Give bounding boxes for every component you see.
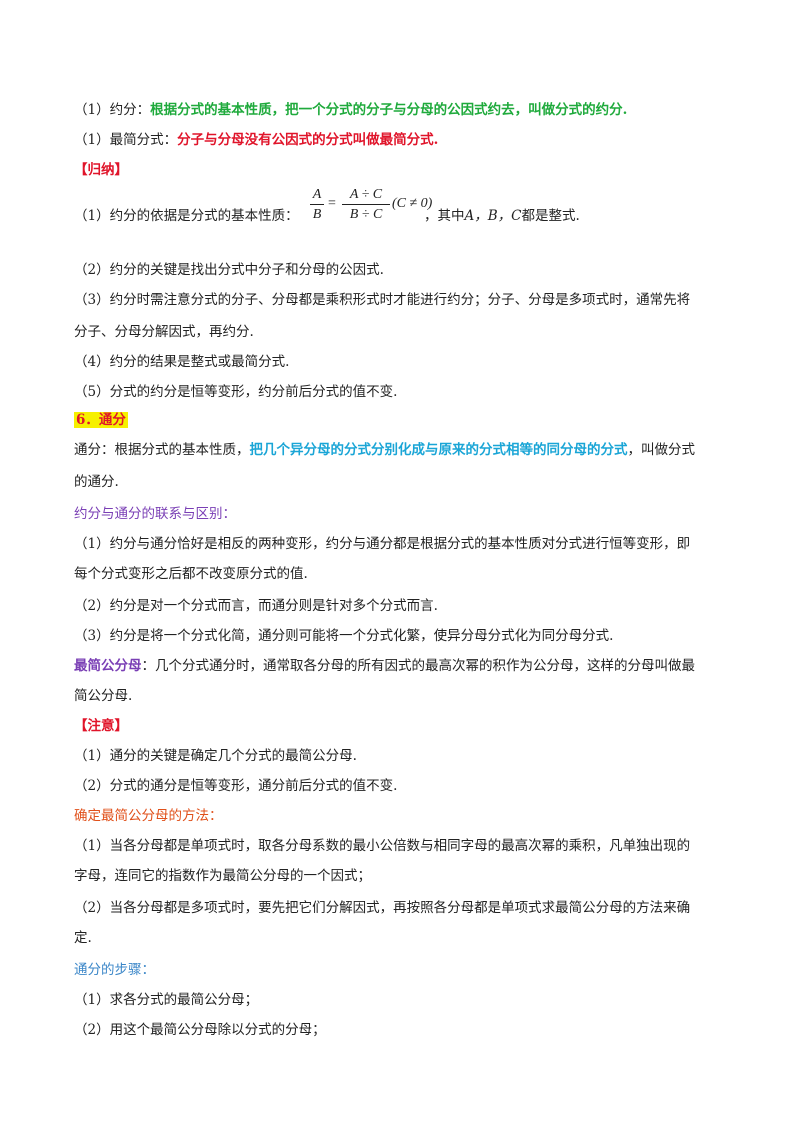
paragraph: （1）约分与通分恰好是相反的两种变形，约分与通分都是根据分式的基本性质对分式进行… xyxy=(74,536,691,552)
paragraph: （3）约分时需注意分式的分子、分母都是乘积形式时才能进行约分；分子、分母是多项式… xyxy=(74,292,691,308)
paragraph: 字母，连同它的指数作为最简公分母的一个因式； xyxy=(74,868,371,884)
definition-yuefen: （1）约分：根据分式的基本性质，把一个分式的分子与分母的公因式约去，叫做分式的约… xyxy=(74,102,628,118)
paragraph: 每个分式变形之后都不改变原分式的值. xyxy=(74,566,308,582)
definition-tongfen: 通分：根据分式的基本性质，把几个异分母的分式分别化成与原来的分式相等的同分母的分… xyxy=(74,442,695,458)
paragraph: （2）当各分母都是多项式时，要先把它们分解因式，再按照各分母都是单项式求最简公分… xyxy=(74,900,691,916)
paragraph: （3）约分是将一个分式化简，通分则可能将一个分式化繁，使异分母分式化为同分母分式… xyxy=(74,628,614,644)
subheading-steps: 通分的步骤： xyxy=(74,962,155,978)
paragraph: （1）当各分母都是单项式时，取各分母系数的最小公倍数与相同字母的最高次幂的乘积，… xyxy=(74,838,691,854)
definition-zuijian-gongfenmu: 最简公分母：几个分式通分时，通常取各分母的所有因式的最高次幂的积作为公分母，这样… xyxy=(74,658,695,674)
subheading-lianxi-qubie: 约分与通分的联系与区别： xyxy=(74,506,236,522)
heading-guina: 【归纳】 xyxy=(74,162,128,178)
tongfen-definition-text: 把几个异分母的分式分别化成与原来的分式相等的同分母的分式 xyxy=(249,442,628,458)
paragraph: （1）求各分式的最简公分母； xyxy=(74,992,259,1008)
section-6-heading: 6．通分 xyxy=(74,412,128,428)
yuefen-definition-text: 根据分式的基本性质，把一个分式的分子与分母的公因式约去，叫做分式的约分. xyxy=(150,102,628,118)
paragraph: 的通分. xyxy=(74,474,119,490)
paragraph: （5）分式的约分是恒等变形，约分前后分式的值不变. xyxy=(74,384,398,400)
yuefen-basis-suffix: ，其中A，B，C都是整式. xyxy=(424,208,580,224)
zuijian-fenshi-text: 分子与分母没有公因式的分式叫做最简分式. xyxy=(177,132,439,148)
paragraph: 分子、分母分解因式，再约分. xyxy=(74,324,254,340)
paragraph: （2）分式的通分是恒等变形，通分前后分式的值不变. xyxy=(74,778,398,794)
yuefen-basis-line: （1）约分的依据是分式的基本性质： xyxy=(74,208,299,224)
subheading-method: 确定最简公分母的方法： xyxy=(74,808,223,824)
heading-zhuyi: 【注意】 xyxy=(74,718,128,734)
paragraph: （1）通分的关键是确定几个分式的最简公分母. xyxy=(74,748,357,764)
definition-zuijian-fenshi: （1）最简分式：分子与分母没有公因式的分式叫做最简分式. xyxy=(74,132,439,148)
paragraph: （2）用这个最简公分母除以分式的分母； xyxy=(74,1022,326,1038)
paragraph: （2）约分的关键是找出分式中分子和分母的公因式. xyxy=(74,262,384,278)
paragraph: （4）约分的结果是整式或最简分式. xyxy=(74,354,290,370)
paragraph: 定. xyxy=(74,930,92,946)
paragraph: （2）约分是对一个分式而言，而通分则是针对多个分式而言. xyxy=(74,598,438,614)
paragraph: 简公分母. xyxy=(74,688,133,704)
